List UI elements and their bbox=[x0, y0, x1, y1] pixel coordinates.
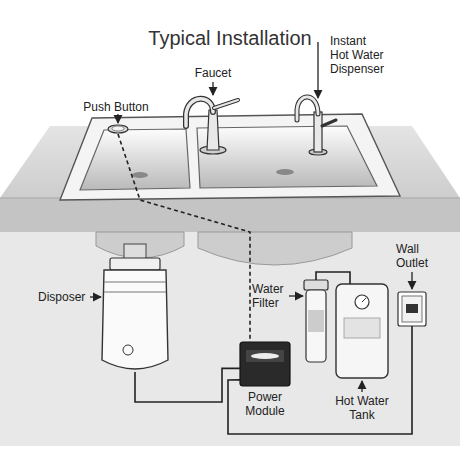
part-label: Disposer bbox=[38, 290, 93, 304]
leader-arrow bbox=[289, 295, 303, 296]
module-panel bbox=[246, 350, 284, 362]
part-label: Faucet bbox=[183, 66, 243, 80]
disposer-logo bbox=[123, 345, 133, 355]
module-body bbox=[240, 342, 290, 386]
outlet-plate bbox=[398, 292, 426, 326]
dispenser-spout-shine bbox=[297, 97, 318, 120]
leader-arrow bbox=[212, 82, 213, 95]
leader-arrow bbox=[411, 272, 412, 289]
push-button bbox=[108, 125, 128, 133]
part-label: Hot Water Tank bbox=[332, 394, 392, 422]
title: Typical Installation bbox=[0, 26, 460, 50]
part-label: Wall Outlet bbox=[396, 242, 438, 270]
outlet-face bbox=[402, 296, 422, 322]
wire-connector bbox=[135, 368, 240, 402]
tank-dial bbox=[355, 295, 369, 309]
counter-edge bbox=[0, 198, 460, 232]
dispenser-body bbox=[314, 112, 322, 152]
tank-panel bbox=[344, 318, 380, 338]
filter-body bbox=[306, 290, 326, 362]
part-box: Wall Outlet bbox=[398, 292, 426, 326]
wire-connector bbox=[118, 134, 250, 342]
push-button-top bbox=[112, 126, 124, 131]
filter-band bbox=[308, 310, 324, 332]
wire-connector bbox=[316, 272, 350, 284]
sink-bowl bbox=[80, 129, 190, 190]
part-box: Water Filter bbox=[304, 280, 328, 362]
part-label: Push Button bbox=[66, 100, 166, 114]
disposer-rib bbox=[104, 292, 166, 293]
faucet-body bbox=[207, 110, 219, 150]
outlet-plug bbox=[406, 304, 418, 313]
faucet-spout bbox=[186, 99, 213, 126]
faucet-spout-shine bbox=[186, 99, 213, 126]
module-logo bbox=[251, 353, 279, 359]
part-label: Instant Hot Water Dispenser bbox=[330, 34, 386, 76]
faucet-handle-shine bbox=[214, 100, 238, 108]
leader-arrow bbox=[117, 114, 118, 123]
sink-drain bbox=[276, 169, 294, 175]
part-box: Hot Water Tank bbox=[336, 284, 388, 378]
part-label: Water Filter bbox=[252, 282, 292, 310]
tank-dial-needle bbox=[362, 298, 366, 302]
part-box: Faucet bbox=[180, 92, 240, 154]
wire-connector bbox=[228, 326, 412, 434]
leader-arrow bbox=[317, 42, 318, 98]
filter-cap bbox=[304, 280, 328, 290]
leader-arrow bbox=[90, 296, 101, 297]
part-box: Instant Hot Water Dispenser bbox=[292, 100, 340, 156]
sink-rim bbox=[60, 114, 400, 200]
dispenser-lever bbox=[322, 120, 336, 126]
cabinet-back bbox=[0, 232, 460, 446]
disposer-collar bbox=[110, 258, 160, 270]
disposer-body bbox=[102, 270, 168, 369]
disposer-rib bbox=[104, 282, 166, 283]
part-box: Push Button bbox=[108, 124, 128, 134]
dispenser-spout bbox=[297, 97, 318, 120]
tank-body bbox=[336, 284, 388, 378]
bowl-underside bbox=[198, 232, 352, 265]
part-box: Power Module bbox=[240, 342, 290, 386]
sink-bowl bbox=[197, 126, 377, 188]
sink-drain bbox=[132, 172, 148, 178]
part-label: Power Module bbox=[240, 390, 290, 418]
part-box: Disposer bbox=[102, 258, 168, 372]
faucet-handle bbox=[214, 100, 238, 108]
leader-arrow bbox=[361, 381, 362, 392]
